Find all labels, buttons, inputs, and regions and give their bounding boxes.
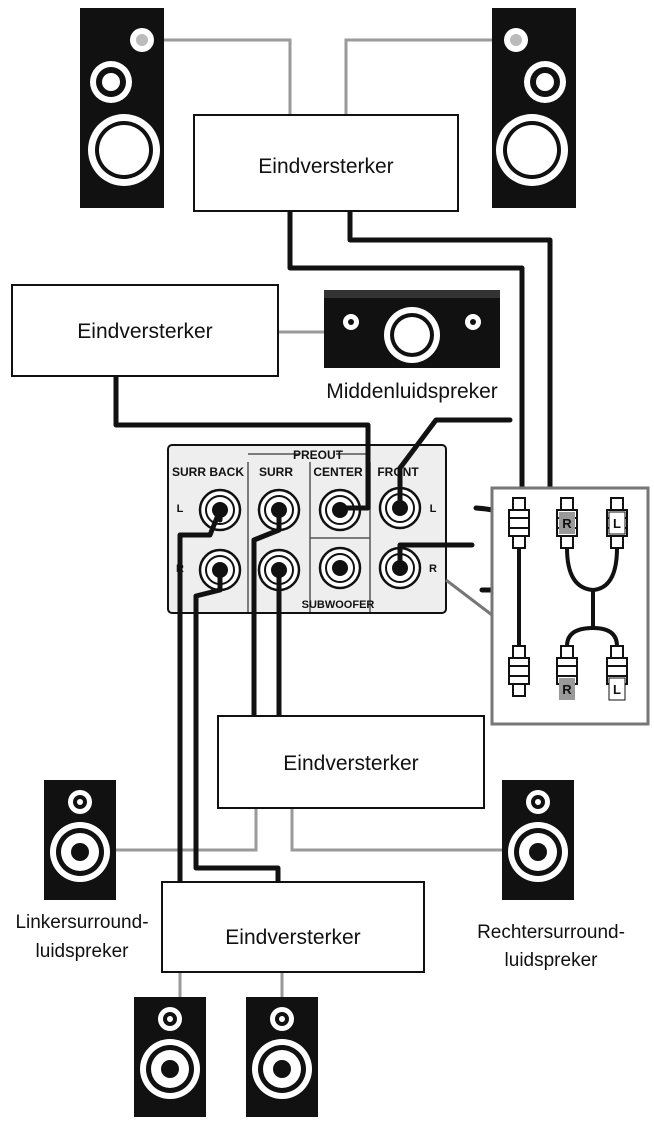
inset-bottom-right-mark: L (613, 682, 621, 697)
left-mark-a: L (177, 503, 184, 515)
left-surround-label-line1: Linkersurround- (15, 912, 148, 933)
inset-top-left-mark: R (562, 516, 572, 531)
front-left-speaker-icon (80, 8, 164, 208)
inset-bottom-left-mark: R (562, 682, 572, 697)
left-mark-b: L (430, 503, 437, 515)
surround-back-amplifier-box: Eindversterker (161, 881, 425, 973)
left-surround-speaker-icon (44, 780, 116, 900)
column-surr-back: SURR BACK (172, 465, 244, 479)
front-amplifier-box: Eindversterker (193, 114, 459, 212)
preout-title: PREOUT (293, 448, 344, 462)
surround-amplifier-box: Eindversterker (217, 715, 485, 809)
surround-back-amplifier-label: Eindversterker (225, 926, 360, 949)
surround-back-right-speaker-icon (246, 997, 318, 1117)
right-surround-label-line2: luidspreker (505, 950, 599, 971)
surround-amplifier-label: Eindversterker (283, 752, 418, 775)
right-mark-b: R (429, 563, 437, 575)
inset-top-right-mark: L (613, 516, 621, 531)
center-speaker-icon (324, 290, 500, 368)
front-right-speaker-icon (492, 8, 576, 208)
subwoofer-label: SUBWOOFER (302, 599, 375, 611)
center-amplifier-label: Eindversterker (77, 320, 212, 343)
center-speaker-label: Middenluidspreker (326, 380, 498, 403)
rca-plug-icon (508, 497, 530, 549)
rca-plug-icon (508, 645, 530, 697)
center-amplifier-box: Eindversterker (11, 284, 279, 377)
surround-back-left-speaker-icon (134, 997, 206, 1117)
left-surround-label-line2: luidspreker (36, 941, 130, 962)
column-center: CENTER (313, 465, 363, 479)
right-surround-label-line1: Rechtersurround- (477, 922, 625, 943)
preout-panel: PREOUT SURR BACK SURR CENTER FRONT L R L… (167, 444, 447, 614)
jack-subwoofer[interactable] (318, 546, 362, 590)
front-amplifier-label: Eindversterker (258, 155, 393, 178)
cable-inset: R L R L (445, 486, 650, 726)
column-surr: SURR (259, 465, 293, 479)
right-surround-speaker-icon (502, 780, 574, 900)
